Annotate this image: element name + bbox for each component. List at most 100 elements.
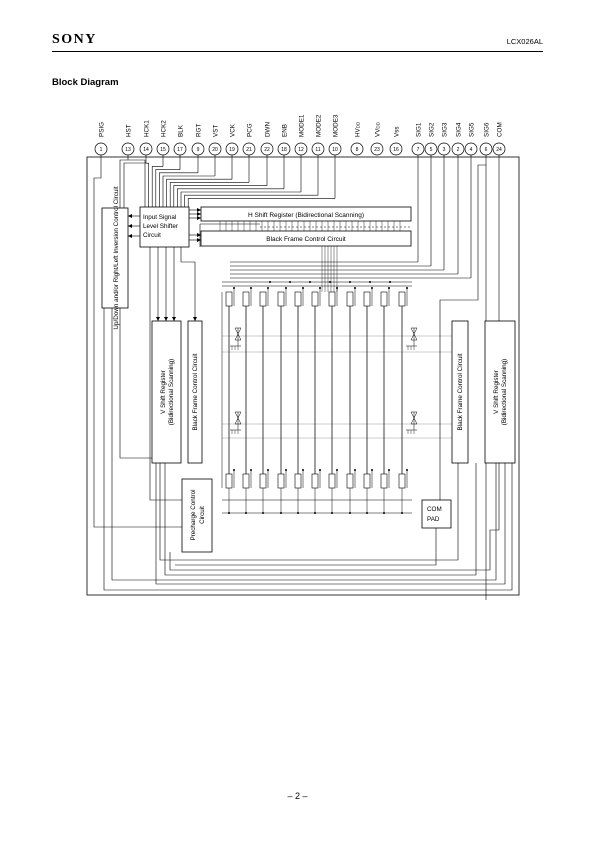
arrow [128, 224, 132, 228]
node-dot [285, 469, 287, 471]
wire [173, 185, 267, 207]
sample-switch [259, 291, 267, 307]
pin-circle [479, 142, 493, 156]
pin-label: MODE3 [333, 114, 340, 137]
black-frame-right-label: Black Frame Control Circuit [457, 353, 464, 430]
node-dot [389, 281, 391, 283]
com-pad-label-2: PAD [427, 516, 440, 523]
pin-number: 7 [417, 147, 420, 153]
section-title: Block Diagram [52, 77, 119, 88]
node-dot [309, 281, 311, 283]
wire [169, 155, 500, 571]
pin-label: MODE2 [316, 114, 323, 137]
wire [169, 182, 249, 207]
sample-switch [346, 291, 354, 307]
node-dot [319, 469, 321, 471]
sample-switch [346, 473, 354, 489]
v-shift-left-label-2: (Bidirectional Scanning) [168, 359, 175, 426]
wire [439, 164, 486, 500]
node-dot [366, 512, 368, 514]
precharge-label-2: Circuit [199, 506, 206, 524]
v-shift-right-label-2: (Bidirectional Scanning) [501, 359, 508, 426]
pin-circle [411, 142, 425, 156]
node-dot [319, 287, 321, 289]
pin-number: 3 [443, 147, 446, 153]
wire [155, 463, 506, 585]
pin-number: 9 [197, 147, 200, 153]
wire [162, 175, 215, 207]
pin-label: SIG6 [484, 122, 491, 137]
black-frame-top-label: Black Frame Control Circuit [266, 236, 346, 243]
sample-switch [294, 473, 302, 489]
pin-number: 16 [393, 147, 399, 153]
pin-number: 12 [298, 147, 304, 153]
wire [184, 194, 318, 207]
wire [119, 308, 152, 459]
v-shift-left-label: V Shift Register [160, 370, 167, 414]
pin-number: 17 [177, 147, 183, 153]
wire [166, 178, 232, 207]
pin-label: SIG5 [469, 122, 476, 137]
node-dot [233, 469, 235, 471]
pin-circle [350, 142, 364, 156]
pin-number: 23 [374, 147, 380, 153]
pin-label: RGT [196, 124, 203, 137]
wire [159, 463, 459, 561]
node-dot [388, 287, 390, 289]
inversion-control-block [101, 207, 129, 309]
arrow [164, 317, 168, 321]
v-shift-right-block [484, 320, 516, 464]
pin-number: 1 [100, 147, 103, 153]
pin-circle [191, 142, 205, 156]
black-frame-left-label: Black Frame Control Circuit [192, 353, 199, 430]
node-dot [297, 512, 299, 514]
sample-switch [398, 473, 406, 489]
node-dot [289, 281, 291, 283]
node-dot [267, 469, 269, 471]
com-pad-label: COM [427, 506, 442, 513]
sample-switch [380, 473, 388, 489]
pin-circle [260, 142, 274, 156]
node-dot [267, 287, 269, 289]
level-shifter-label: Input Signal [143, 214, 176, 221]
wire [93, 155, 182, 528]
pin-label: HCK1 [144, 120, 151, 137]
sample-switch [294, 291, 302, 307]
node-dot [354, 287, 356, 289]
pin-circle [208, 142, 222, 156]
node-dot [349, 281, 351, 283]
sample-switch [311, 291, 319, 307]
sample-switch [311, 473, 319, 489]
pin-label: DWN [265, 122, 272, 137]
h-shift-register-block [200, 206, 412, 222]
sample-switch [363, 291, 371, 307]
node-dot [245, 512, 247, 514]
sample-switch [277, 473, 285, 489]
sample-switch [225, 473, 233, 489]
black-frame-top-block [200, 230, 412, 247]
node-dot [250, 287, 252, 289]
wire [177, 188, 284, 207]
pin-number: 19 [229, 147, 235, 153]
pin-circle [370, 142, 384, 156]
node-dot [336, 469, 338, 471]
node-dot [406, 287, 408, 289]
pin-label: Vss [394, 127, 401, 138]
level-shifter-label-2: Level Shifter [143, 223, 178, 230]
precharge-label: Precharge Control [190, 489, 197, 540]
wire [187, 198, 335, 207]
header-rule [52, 51, 543, 52]
arrow [128, 214, 132, 218]
pin-number: 24 [496, 147, 502, 153]
node-dot [233, 287, 235, 289]
pin-number: 10 [332, 147, 338, 153]
precharge-block [181, 478, 213, 553]
pin-circle [328, 142, 342, 156]
pin-circle [242, 142, 256, 156]
node-dot [228, 512, 230, 514]
wire [180, 191, 301, 207]
pin-label: SIG4 [456, 122, 463, 137]
wire [119, 159, 128, 208]
pin-label: COM [497, 122, 504, 137]
pin-number: 18 [281, 147, 287, 153]
